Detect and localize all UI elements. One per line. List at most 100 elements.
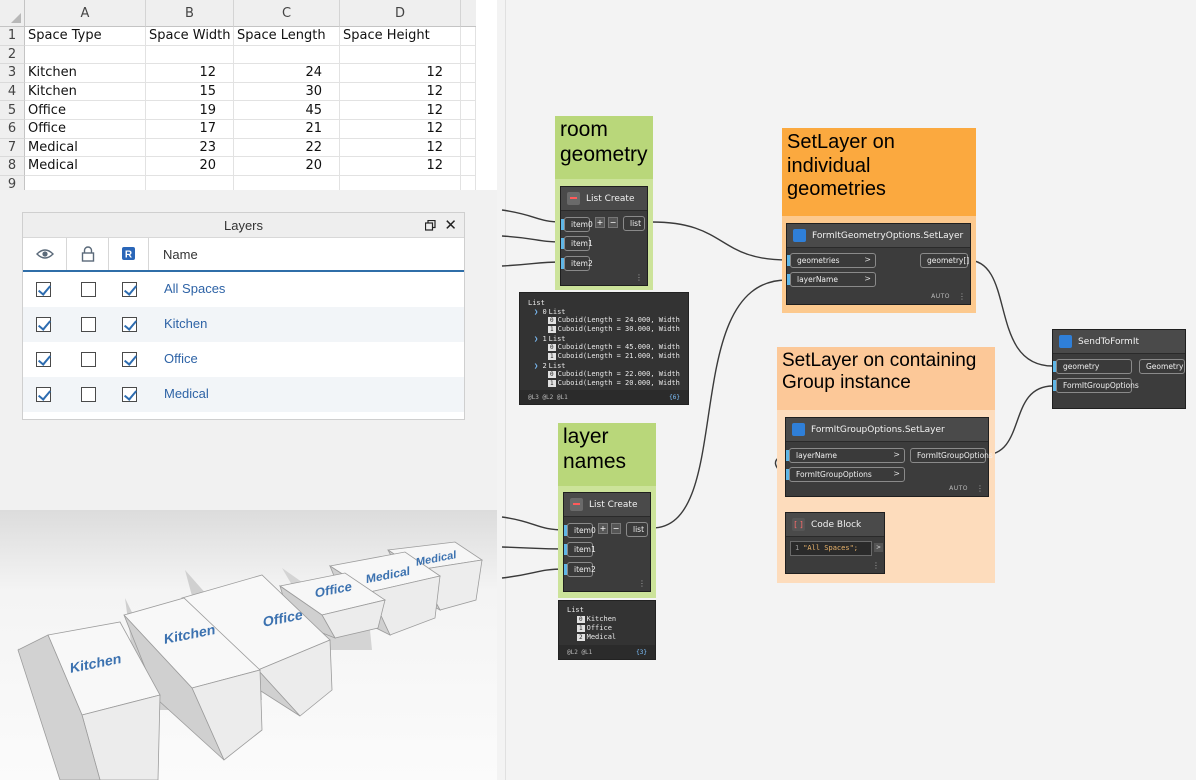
cell[interactable] xyxy=(340,45,461,65)
layer-row[interactable]: All Spaces xyxy=(23,272,464,307)
node-menu-icon[interactable]: ⋮ xyxy=(635,273,643,282)
add-input-button[interactable]: + xyxy=(595,217,605,228)
cell[interactable] xyxy=(461,101,476,120)
output-port-formitgroupoptions[interactable]: FormItGroupOptions xyxy=(910,448,993,463)
input-port-item2[interactable]: item2 xyxy=(564,562,596,577)
row-header[interactable]: 2 xyxy=(0,45,25,65)
cell[interactable]: Office xyxy=(25,120,146,139)
cell[interactable] xyxy=(461,138,476,158)
cell[interactable]: 19 xyxy=(146,101,234,120)
cell[interactable] xyxy=(234,45,340,65)
cell[interactable]: 12 xyxy=(340,64,461,83)
row-header[interactable]: 3 xyxy=(0,64,25,83)
column-header-b[interactable]: B xyxy=(146,0,234,27)
output-port-list[interactable]: list xyxy=(626,522,648,537)
send-to-formit-node[interactable]: SendToFormIt geometry FormItGroupOptions… xyxy=(1052,329,1186,409)
formit-3d-viewport[interactable]: Kitchen Kitchen Office Office Medical Me… xyxy=(0,510,497,780)
row-header[interactable]: 4 xyxy=(0,82,25,102)
lacing-label[interactable]: AUTO xyxy=(931,293,950,300)
layer-name[interactable]: Medical xyxy=(164,386,209,401)
output-port-geometry[interactable]: geometry[] xyxy=(920,253,969,268)
cell[interactable]: Space Height xyxy=(340,27,461,46)
select-checkbox[interactable] xyxy=(122,317,137,332)
remove-input-button[interactable]: − xyxy=(608,217,618,228)
cell[interactable] xyxy=(146,45,234,65)
visibility-checkbox[interactable] xyxy=(36,387,51,402)
cell[interactable]: Kitchen xyxy=(25,64,146,83)
output-port-geometry[interactable]: Geometry xyxy=(1139,359,1185,374)
output-port-list[interactable]: list xyxy=(623,216,645,231)
layer-name[interactable]: Office xyxy=(164,351,198,366)
code-block-editor[interactable]: 1"All Spaces"; xyxy=(790,541,872,556)
formit-group-setlayer-node[interactable]: FormItGroupOptions.SetLayer layerName> F… xyxy=(785,417,993,497)
remove-input-button[interactable]: − xyxy=(611,523,621,534)
lock-checkbox[interactable] xyxy=(81,387,96,402)
formit-geometry-setlayer-node[interactable]: FormItGeometryOptions.SetLayer geometrie… xyxy=(786,223,971,305)
cell[interactable]: 24 xyxy=(234,64,340,83)
cell[interactable] xyxy=(461,82,476,102)
name-column-header[interactable]: Name xyxy=(163,247,198,262)
cell[interactable]: 23 xyxy=(146,138,234,158)
cell[interactable]: 12 xyxy=(340,101,461,120)
layer-name[interactable]: All Spaces xyxy=(164,281,226,296)
node-menu-icon[interactable]: ⋮ xyxy=(638,579,646,588)
column-header-a[interactable]: A xyxy=(25,0,146,27)
cell[interactable] xyxy=(461,27,476,46)
cell[interactable] xyxy=(25,45,146,65)
list-create-node-2[interactable]: List Create item0 item1 item2 + − list ⋮ xyxy=(563,492,651,592)
add-input-button[interactable]: + xyxy=(598,523,608,534)
select-all-corner[interactable] xyxy=(0,0,25,27)
visibility-checkbox[interactable] xyxy=(36,282,51,297)
row-header[interactable]: 7 xyxy=(0,138,25,158)
visibility-checkbox[interactable] xyxy=(36,352,51,367)
input-port-formitgroupoptions[interactable]: FormItGroupOptions xyxy=(1053,378,1139,393)
input-port-item0[interactable]: item0 xyxy=(564,523,596,538)
restore-window-icon[interactable] xyxy=(425,220,436,231)
cell[interactable]: 17 xyxy=(146,120,234,139)
select-checkbox[interactable] xyxy=(122,282,137,297)
input-port-geometry[interactable]: geometry xyxy=(1053,359,1132,374)
cell[interactable]: 12 xyxy=(340,120,461,139)
column-header-e[interactable] xyxy=(461,0,476,27)
node-menu-icon[interactable]: ⋮ xyxy=(958,292,966,301)
visibility-column[interactable] xyxy=(23,238,67,270)
lock-checkbox[interactable] xyxy=(81,317,96,332)
lacing-label[interactable]: AUTO xyxy=(949,485,968,492)
layer-row[interactable]: Office xyxy=(23,342,464,377)
cell[interactable]: 21 xyxy=(234,120,340,139)
layer-row[interactable]: Kitchen xyxy=(23,307,464,342)
input-port-layername[interactable]: layerName> xyxy=(786,448,905,463)
cell[interactable] xyxy=(461,157,476,176)
cell[interactable]: 12 xyxy=(340,82,461,102)
cell[interactable]: Kitchen xyxy=(25,82,146,102)
row-header[interactable]: 8 xyxy=(0,157,25,176)
lock-column[interactable] xyxy=(67,238,109,270)
column-header-d[interactable]: D xyxy=(340,0,461,27)
lock-checkbox[interactable] xyxy=(81,352,96,367)
cell[interactable] xyxy=(461,120,476,139)
input-port-geometries[interactable]: geometries> xyxy=(787,253,876,268)
cell[interactable]: 20 xyxy=(146,157,234,176)
layer-row[interactable]: Medical xyxy=(23,377,464,412)
cell[interactable]: 12 xyxy=(340,157,461,176)
cell[interactable]: Office xyxy=(25,101,146,120)
cell[interactable]: 30 xyxy=(234,82,340,102)
code-block-node[interactable]: [ ] Code Block 1"All Spaces"; > ⋮ xyxy=(785,512,885,574)
input-port-item0[interactable]: item0 xyxy=(561,217,593,232)
lock-checkbox[interactable] xyxy=(81,282,96,297)
list-create-node-1[interactable]: List Create item0 item1 item2 + − list ⋮ xyxy=(560,186,648,286)
cell[interactable]: Space Width xyxy=(146,27,234,46)
cell[interactable]: 12 xyxy=(146,64,234,83)
input-port-layername[interactable]: layerName> xyxy=(787,272,876,287)
select-checkbox[interactable] xyxy=(122,387,137,402)
select-checkbox[interactable] xyxy=(122,352,137,367)
input-port-item1[interactable]: item1 xyxy=(564,542,596,557)
layer-name[interactable]: Kitchen xyxy=(164,316,208,331)
cell[interactable] xyxy=(461,64,476,83)
code-block-output-port[interactable]: > xyxy=(874,543,883,552)
input-port-formitgroupoptions[interactable]: FormItGroupOptions> xyxy=(786,467,905,482)
column-header-c[interactable]: C xyxy=(234,0,340,27)
